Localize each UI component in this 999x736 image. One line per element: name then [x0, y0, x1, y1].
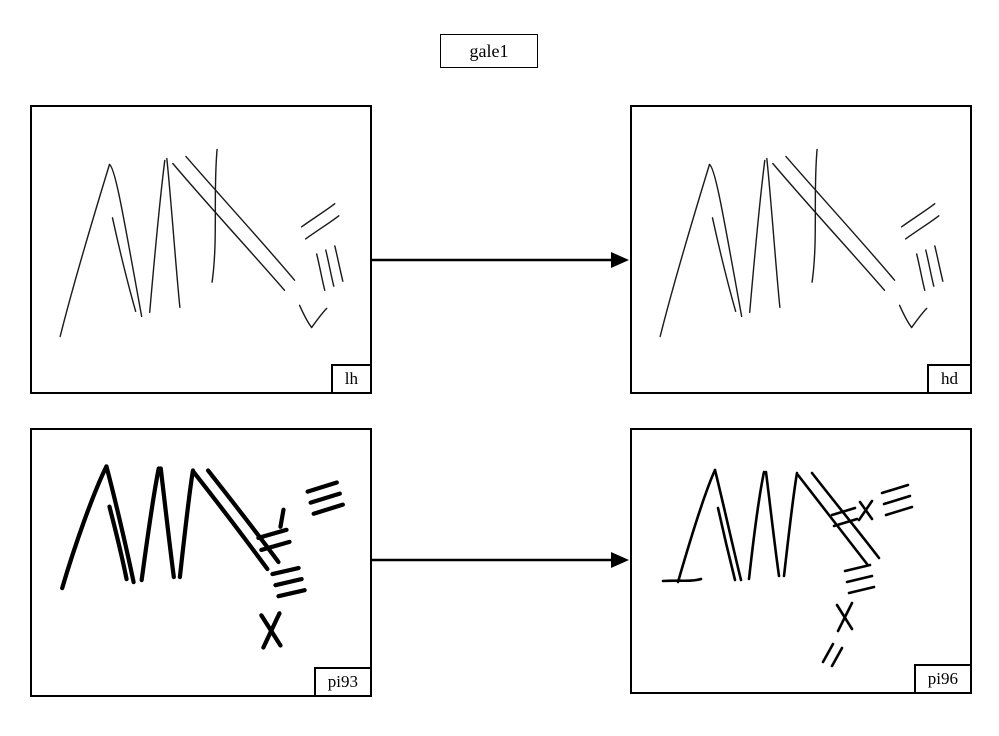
panel-pi93: pi93 — [30, 428, 372, 697]
arrow-top — [371, 252, 629, 268]
panel-hd: hd — [630, 105, 972, 394]
petroglyph-sketch-lh — [59, 148, 344, 338]
panel-label-pi93: pi93 — [313, 666, 372, 697]
panel-lh: lh — [30, 105, 372, 394]
petroglyph-sketch-pi96 — [661, 468, 914, 668]
arrow-bottom — [371, 552, 629, 568]
panel-pi96: pi96 — [630, 428, 972, 694]
diagram-title-box: gale1 — [440, 34, 538, 68]
diagram-title: gale1 — [469, 40, 509, 61]
panel-label-pi96: pi96 — [913, 663, 972, 694]
panel-label-hd: hd — [927, 363, 972, 394]
petroglyph-sketch-pi93 — [60, 464, 345, 650]
petroglyph-sketch-hd — [659, 148, 944, 338]
panel-label-lh: lh — [330, 363, 372, 394]
